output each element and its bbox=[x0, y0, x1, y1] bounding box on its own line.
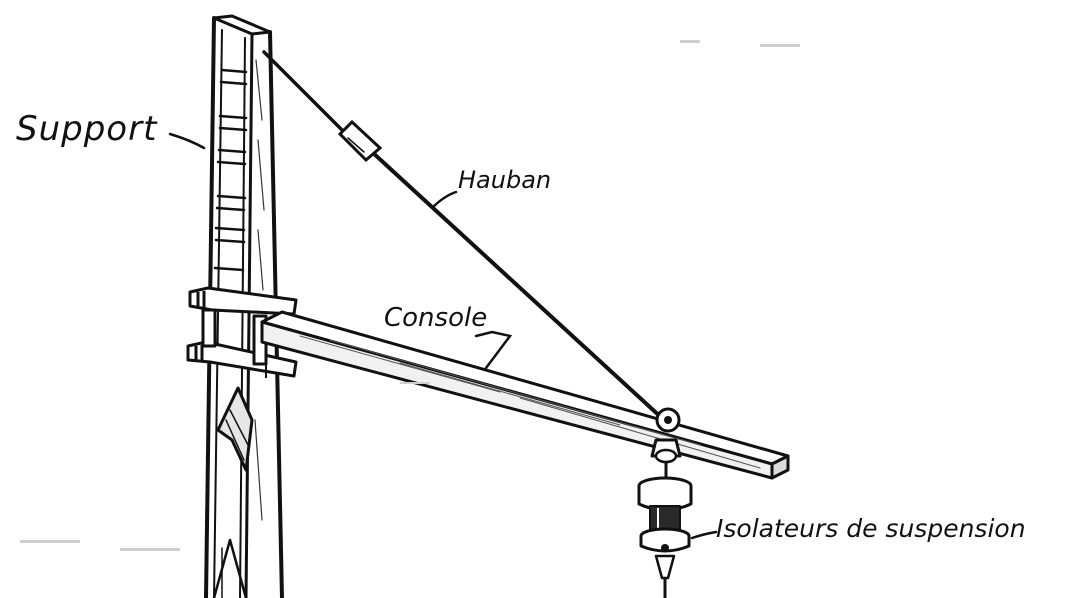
support-leader-line bbox=[168, 132, 206, 150]
console-arm bbox=[260, 310, 790, 480]
leader-lines bbox=[168, 132, 718, 540]
support-label: Support bbox=[16, 109, 158, 149]
isolateurs-leader-line bbox=[690, 530, 718, 540]
suspension-insulators bbox=[637, 438, 693, 598]
scan-noise bbox=[20, 40, 800, 551]
hauban-label: Hauban bbox=[458, 166, 552, 194]
hauban-leader-line bbox=[430, 190, 458, 210]
console-leader-line bbox=[474, 330, 513, 370]
isolateurs-label: Isolateurs de suspension bbox=[716, 514, 1026, 543]
hauban-stay-cable bbox=[262, 50, 681, 433]
console-label: Console bbox=[384, 303, 488, 333]
mounting-clamp bbox=[186, 286, 298, 378]
